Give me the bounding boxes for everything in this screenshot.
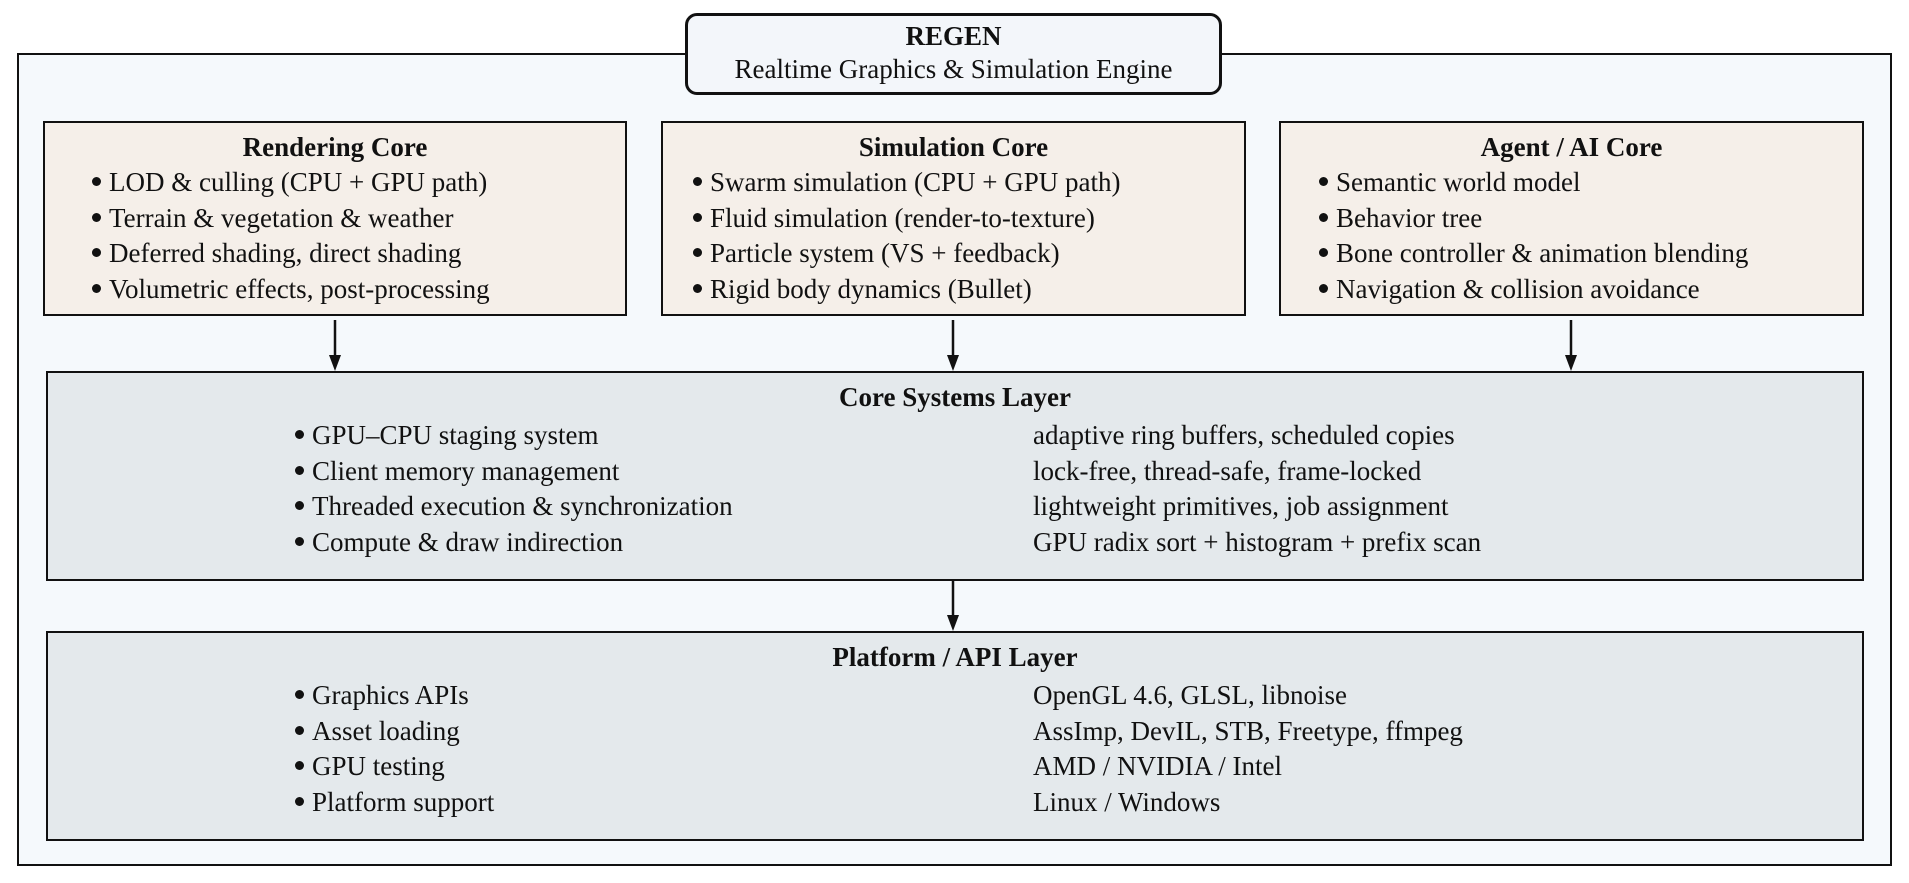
detail-cell: OpenGL 4.6, GLSL, libnoise	[1033, 680, 1347, 710]
detail-cell: AssImp, DevIL, STB, Freetype, ffmpeg	[1033, 715, 1463, 746]
core-systems-layer-box: Core Systems Layer GPU–CPU staging syste…	[46, 371, 1864, 581]
feature-cell: Compute & draw indirection	[295, 525, 623, 561]
list-item: Terrain & vegetation & weather	[92, 201, 625, 237]
feature-text: Platform support	[312, 786, 495, 817]
feature-text: GPU testing	[312, 751, 445, 781]
detail-cell: adaptive ring buffers, scheduled copies	[1033, 420, 1455, 450]
feature-text: Graphics APIs	[312, 680, 469, 710]
bullet-icon	[1319, 177, 1328, 187]
item-text: Behavior tree	[1336, 202, 1483, 233]
bullet-icon	[295, 761, 304, 771]
bullet-icon	[295, 430, 304, 440]
bullet-icon	[693, 177, 702, 187]
bullet-icon	[1319, 212, 1328, 222]
bullet-icon	[693, 212, 702, 222]
table-row: Threaded execution & synchronization lig…	[48, 489, 1862, 525]
list-item: Rigid body dynamics (Bullet)	[693, 272, 1244, 308]
item-text: LOD & culling (CPU + GPU path)	[109, 167, 488, 197]
list-item: Particle system (VS + feedback)	[693, 236, 1244, 272]
item-text: Bone controller & animation blending	[1336, 238, 1749, 268]
bullet-icon	[295, 690, 304, 700]
platform-api-layer-box: Platform / API Layer Graphics APIs OpenG…	[46, 631, 1864, 841]
engine-subtitle: Realtime Graphics & Simulation Engine	[734, 54, 1173, 84]
core-systems-layer-title: Core Systems Layer	[839, 382, 1071, 412]
rendering-core-box: Rendering Core LOD & culling (CPU + GPU …	[43, 121, 627, 316]
bullet-icon	[92, 248, 101, 258]
bullet-icon	[92, 212, 101, 222]
list-item: Bone controller & animation blending	[1319, 236, 1862, 272]
item-text: Particle system (VS + feedback)	[710, 238, 1060, 268]
item-text: Volumetric effects, post-processing	[109, 273, 490, 304]
detail-cell: lightweight primitives, job assignment	[1033, 491, 1449, 521]
item-text: Semantic world model	[1336, 167, 1581, 197]
item-text: Fluid simulation (render-to-texture)	[710, 202, 1095, 233]
list-item: Deferred shading, direct shading	[92, 236, 625, 272]
bullet-icon	[295, 465, 304, 475]
list-item: Swarm simulation (CPU + GPU path)	[693, 165, 1244, 201]
item-text: Swarm simulation (CPU + GPU path)	[710, 167, 1121, 197]
simulation-core-title: Simulation Core	[858, 132, 1049, 162]
table-row: Client memory management lock-free, thre…	[48, 454, 1862, 490]
bullet-icon	[1319, 283, 1328, 293]
table-row: GPU testing AMD / NVIDIA / Intel	[48, 749, 1862, 785]
simulation-core-box: Simulation Core Swarm simulation (CPU + …	[661, 121, 1246, 316]
bullet-icon	[295, 501, 304, 511]
bullet-icon	[295, 725, 304, 735]
table-row: Graphics APIs OpenGL 4.6, GLSL, libnoise	[48, 678, 1862, 714]
bullet-icon	[92, 283, 101, 293]
table-row: Platform support Linux / Windows	[48, 785, 1862, 821]
feature-cell: Threaded execution & synchronization	[295, 489, 733, 525]
feature-text: GPU–CPU staging system	[312, 420, 599, 450]
list-item: Navigation & collision avoidance	[1319, 272, 1862, 308]
feature-cell: Platform support	[295, 785, 494, 821]
list-item: LOD & culling (CPU + GPU path)	[92, 165, 625, 201]
feature-cell: Graphics APIs	[295, 678, 469, 714]
bullet-icon	[92, 177, 101, 187]
detail-cell: GPU radix sort + histogram + prefix scan	[1033, 526, 1482, 557]
bullet-icon	[295, 536, 304, 546]
feature-cell: Asset loading	[295, 714, 460, 750]
item-text: Terrain & vegetation & weather	[109, 202, 454, 233]
list-item: Volumetric effects, post-processing	[92, 272, 625, 308]
feature-cell: GPU testing	[295, 749, 445, 785]
feature-cell: GPU–CPU staging system	[295, 418, 599, 454]
feature-text: Compute & draw indirection	[312, 526, 624, 557]
detail-cell: AMD / NVIDIA / Intel	[1033, 751, 1282, 781]
item-text: Deferred shading, direct shading	[109, 238, 462, 268]
table-row: Asset loading AssImp, DevIL, STB, Freety…	[48, 714, 1862, 750]
bullet-icon	[693, 248, 702, 258]
list-item: Behavior tree	[1319, 201, 1862, 237]
table-row: GPU–CPU staging system adaptive ring buf…	[48, 418, 1862, 454]
feature-cell: Client memory management	[295, 454, 619, 490]
bullet-icon	[295, 796, 304, 806]
feature-text: Client memory management	[312, 455, 620, 486]
feature-text: Asset loading	[312, 715, 460, 746]
title-box: REGEN Realtime Graphics & Simulation Eng…	[685, 13, 1222, 95]
detail-cell: Linux / Windows	[1033, 786, 1221, 817]
agent-ai-core-box: Agent / AI Core Semantic world model Beh…	[1279, 121, 1864, 316]
item-text: Navigation & collision avoidance	[1336, 273, 1700, 304]
platform-api-layer-title: Platform / API Layer	[832, 642, 1078, 672]
rendering-core-title: Rendering Core	[242, 132, 428, 162]
item-text: Rigid body dynamics (Bullet)	[710, 273, 1032, 304]
list-item: Semantic world model	[1319, 165, 1862, 201]
table-row: Compute & draw indirection GPU radix sor…	[48, 525, 1862, 561]
agent-ai-core-title: Agent / AI Core	[1480, 132, 1663, 162]
list-item: Fluid simulation (render-to-texture)	[693, 201, 1244, 237]
detail-cell: lock-free, thread-safe, frame-locked	[1033, 455, 1422, 486]
bullet-icon	[693, 283, 702, 293]
engine-name: REGEN	[905, 21, 1002, 51]
feature-text: Threaded execution & synchronization	[312, 491, 733, 521]
bullet-icon	[1319, 248, 1328, 258]
